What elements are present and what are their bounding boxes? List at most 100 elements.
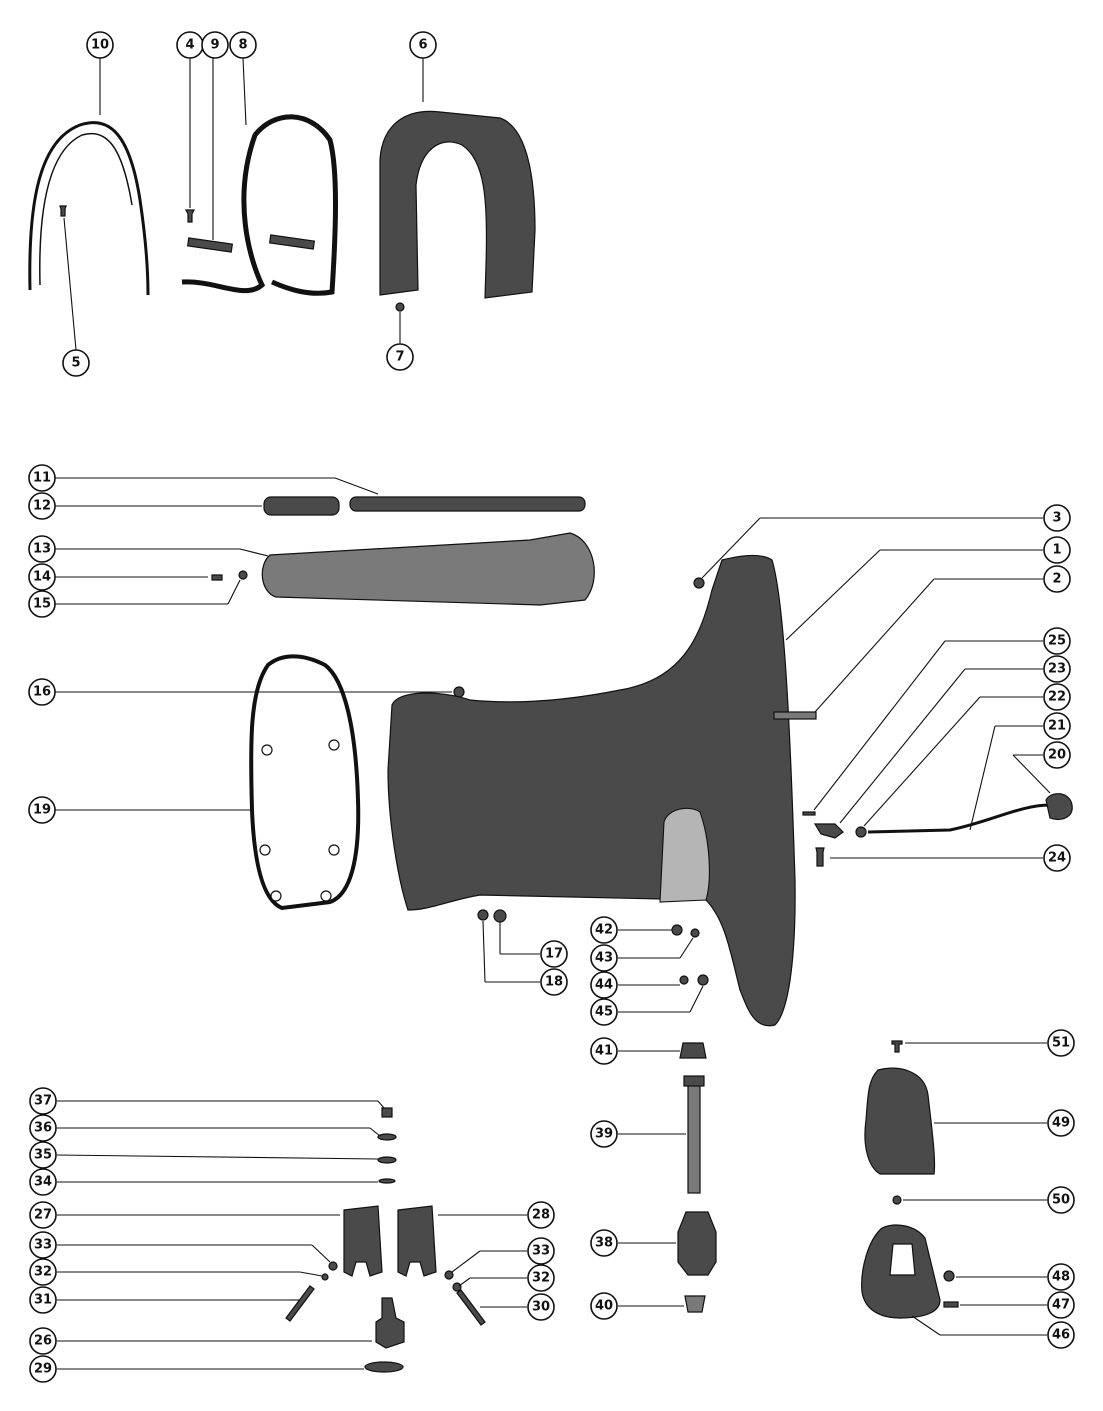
svg-text:45: 45: [595, 1005, 613, 1020]
callout-11: 11: [28, 464, 56, 492]
part-32-washer-right: [452, 1282, 462, 1292]
svg-text:11: 11: [33, 471, 51, 486]
callout-6: 6: [409, 31, 437, 59]
callout-12: 12: [28, 492, 56, 520]
part-4-screw: [185, 209, 195, 223]
svg-text:2: 2: [1052, 572, 1061, 587]
svg-text:47: 47: [1052, 1298, 1070, 1313]
callout-36: 36: [29, 1114, 57, 1142]
part-10-seal: [28, 121, 150, 296]
part-48-screw: [943, 1270, 955, 1282]
callout-34: 34: [29, 1168, 57, 1196]
callout-14: 14: [28, 563, 56, 591]
part-34-washer: [378, 1178, 396, 1184]
svg-text:31: 31: [34, 1293, 52, 1308]
part-24-screw: [815, 847, 825, 867]
part-47-pin: [943, 1301, 959, 1308]
part-19-hole-c: [259, 844, 271, 856]
svg-text:30: 30: [532, 1300, 550, 1315]
callout-10: 10: [86, 31, 114, 59]
svg-text:18: 18: [545, 975, 563, 990]
callout-15: 15: [28, 590, 56, 618]
svg-text:34: 34: [34, 1175, 52, 1190]
parts-illustrations: [28, 110, 1073, 1373]
svg-text:14: 14: [33, 570, 51, 585]
svg-text:32: 32: [34, 1265, 52, 1280]
callout-13: 13: [28, 535, 56, 563]
svg-text:39: 39: [595, 1127, 613, 1142]
callout-9: 9: [201, 31, 229, 59]
callout-25: 25: [1043, 627, 1071, 655]
part-41-bushing: [679, 1042, 707, 1059]
part-49-cover: [864, 1067, 936, 1175]
part-43-washer: [690, 928, 700, 938]
part-6-shield: [379, 110, 536, 299]
part-30-bolt: [456, 1289, 486, 1326]
part-51-screw: [891, 1040, 903, 1053]
svg-text:40: 40: [595, 1299, 613, 1314]
svg-text:41: 41: [595, 1044, 613, 1059]
svg-text:33: 33: [34, 1238, 52, 1253]
svg-text:27: 27: [34, 1208, 52, 1223]
callout-48: 48: [1047, 1263, 1075, 1291]
svg-text:24: 24: [1048, 851, 1066, 866]
svg-text:51: 51: [1052, 1036, 1070, 1051]
leader-lines: [55, 57, 1051, 1370]
svg-text:8: 8: [238, 38, 247, 53]
part-36-washer: [377, 1133, 397, 1141]
part-29-washer: [364, 1361, 404, 1373]
part-40-bushing: [684, 1295, 706, 1313]
callout-17: 17: [540, 940, 568, 968]
svg-text:5: 5: [71, 356, 80, 371]
part-8-seal: [181, 114, 338, 296]
part-35-washer: [377, 1156, 397, 1164]
callout-26: 26: [29, 1327, 57, 1355]
part-50-nut: [892, 1195, 902, 1205]
part-9-retainer: [186, 237, 234, 253]
part-19-hole-d: [328, 844, 340, 856]
svg-text:35: 35: [34, 1148, 52, 1163]
part-9-retainer-b: [268, 234, 316, 250]
callout-28: 28: [527, 1201, 555, 1229]
part-3-nut: [693, 577, 705, 589]
svg-text:25: 25: [1048, 634, 1066, 649]
part-44-nut: [679, 975, 689, 985]
svg-text:28: 28: [532, 1208, 550, 1223]
part-7-nut: [395, 302, 405, 312]
callout-24: 24: [1043, 844, 1071, 872]
callout-31: 31: [29, 1286, 57, 1314]
callout-22: 22: [1043, 683, 1071, 711]
callout-35: 35: [29, 1141, 57, 1169]
svg-text:17: 17: [545, 947, 563, 962]
part-14-screw: [211, 574, 223, 581]
callout-37: 37: [29, 1087, 57, 1115]
part-19-hole-f: [320, 890, 332, 902]
callout-2: 2: [1043, 565, 1071, 593]
svg-text:37: 37: [34, 1094, 52, 1109]
callout-7: 7: [386, 343, 414, 371]
svg-text:49: 49: [1052, 1116, 1070, 1131]
callout-18: 18: [540, 968, 568, 996]
svg-text:20: 20: [1048, 748, 1066, 763]
svg-text:4: 4: [185, 38, 194, 53]
svg-text:23: 23: [1048, 662, 1066, 677]
svg-text:3: 3: [1052, 511, 1061, 526]
svg-text:26: 26: [34, 1334, 52, 1349]
part-19-gasket: [249, 654, 361, 911]
callout-16: 16: [28, 678, 56, 706]
callout-29: 29: [29, 1355, 57, 1383]
callout-45: 45: [590, 998, 618, 1026]
svg-text:46: 46: [1052, 1328, 1070, 1343]
svg-text:38: 38: [595, 1236, 613, 1251]
part-33-nut-left: [328, 1261, 338, 1271]
part-5-screw: [59, 205, 67, 217]
part-18-washer: [477, 909, 489, 921]
callout-33-left: 33: [29, 1231, 57, 1259]
part-32-washer-left: [321, 1273, 329, 1281]
callout-23: 23: [1043, 655, 1071, 683]
part-20-knob: [1045, 793, 1073, 821]
svg-text:48: 48: [1052, 1270, 1070, 1285]
callout-1: 1: [1043, 536, 1071, 564]
callout-3: 3: [1043, 504, 1071, 532]
svg-text:29: 29: [34, 1362, 52, 1377]
